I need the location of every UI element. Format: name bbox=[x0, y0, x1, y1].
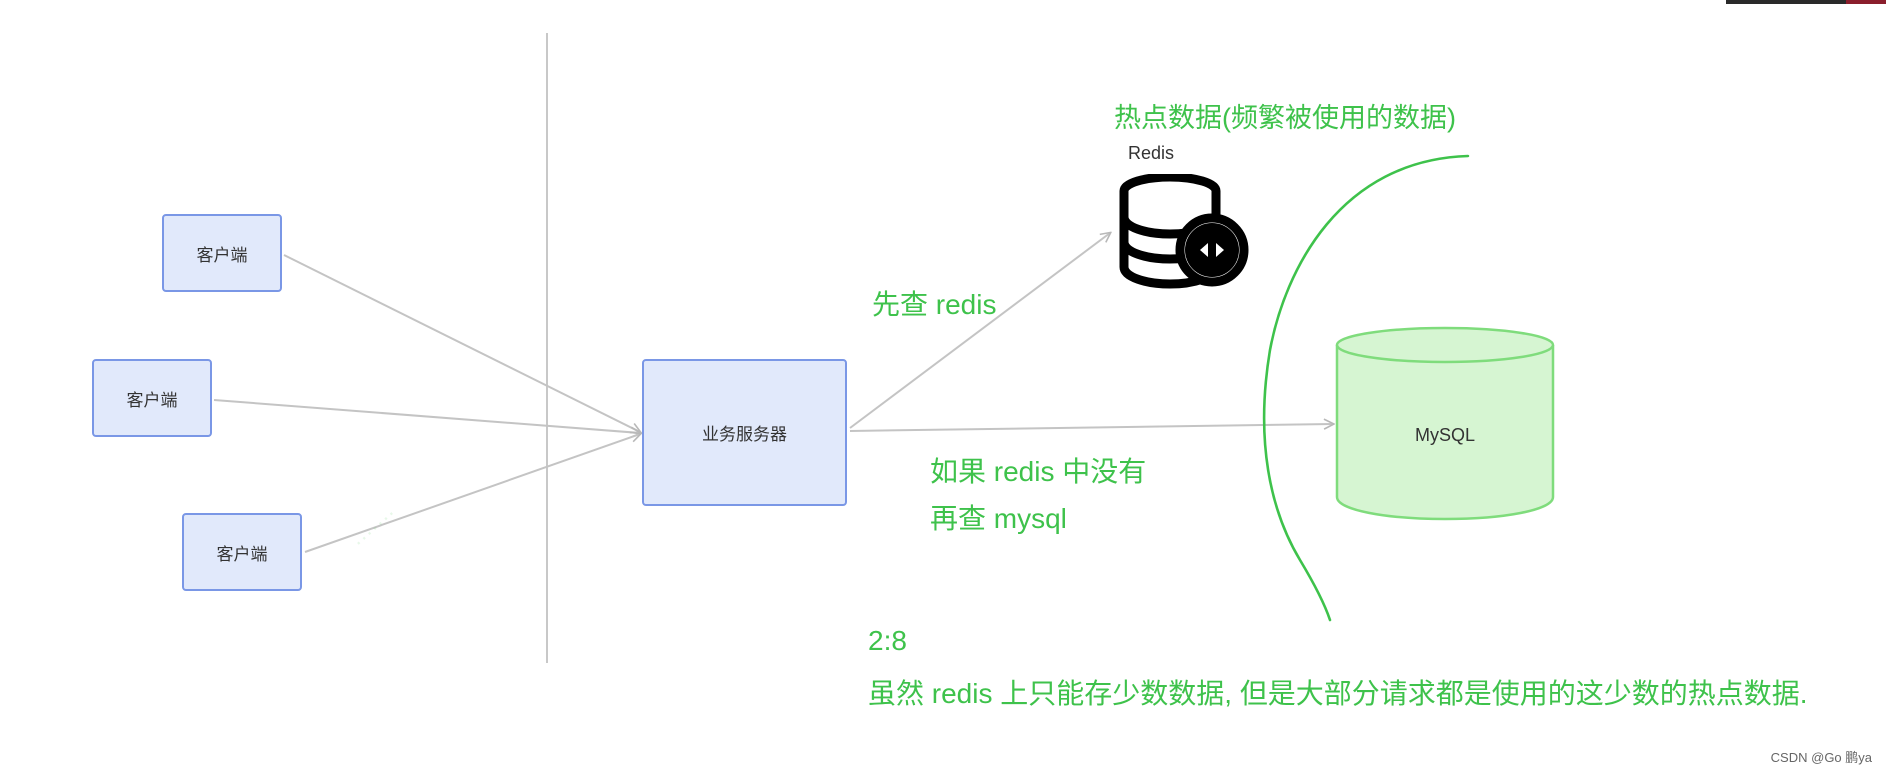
client-label: 客户端 bbox=[196, 245, 248, 265]
arrow-client-2-to-server bbox=[213, 399, 640, 433]
if-not-in-redis-annotation: 如果 redis 中没有 bbox=[930, 456, 1147, 487]
arrow-server-to-mysql bbox=[849, 424, 1333, 432]
client-label: 客户端 bbox=[126, 390, 178, 410]
server-label: 业务服务器 bbox=[702, 425, 787, 444]
corner-bar-accent bbox=[1846, 0, 1886, 4]
client-box-3[interactable]: 客户端 bbox=[182, 513, 302, 591]
redis-label: Redis bbox=[1128, 143, 1175, 163]
arrow-client-3-to-server bbox=[304, 434, 640, 553]
mysql-label: MySQL bbox=[1414, 425, 1475, 445]
then-check-mysql-annotation: 再查 mysql bbox=[930, 503, 1067, 534]
client-label: 客户端 bbox=[216, 544, 268, 564]
explanation-annotation: 虽然 redis 上只能存少数数据, 但是大部分请求都是使用的这少数的热点数据. bbox=[868, 678, 1808, 709]
client-box-2[interactable]: 客户端 bbox=[92, 359, 212, 437]
arrow-server-to-redis bbox=[849, 233, 1110, 429]
business-server-box[interactable]: 业务服务器 bbox=[642, 359, 847, 506]
csdn-watermark: CSDN @Go 鹏ya bbox=[1770, 750, 1872, 765]
client-box-1[interactable]: 客户端 bbox=[162, 214, 282, 292]
mysql-cylinder[interactable] bbox=[1334, 325, 1556, 522]
corner-bar bbox=[1726, 0, 1886, 4]
arrow-client-1-to-server bbox=[283, 254, 640, 432]
faint-diagonal-watermark: ······· bbox=[347, 501, 402, 554]
hot-data-annotation: 热点数据(频繁被使用的数据) bbox=[1114, 103, 1456, 133]
hot-data-boundary-curve bbox=[1262, 154, 1470, 622]
ratio-annotation: 2:8 bbox=[868, 625, 907, 656]
redis-database-icon bbox=[1119, 174, 1249, 289]
check-redis-annotation: 先查 redis bbox=[872, 289, 997, 320]
